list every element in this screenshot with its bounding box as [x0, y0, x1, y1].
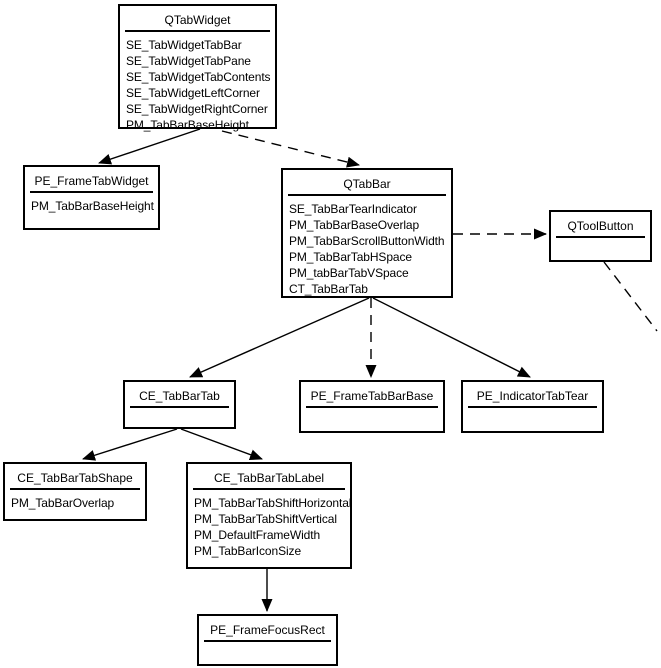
edge-ce-tabbartab-to-ce-tabbartabshape	[82, 428, 178, 461]
node-item: CT_TabBarTab	[289, 282, 368, 296]
edge-qtabwidget-to-pe-frametabwidget	[98, 128, 201, 165]
node-pe-frametabwidget: PE_FrameTabWidget PM_TabBarBaseHeight	[23, 165, 160, 230]
node-item-list: SE_TabWidgetTabBar SE_TabWidgetTabPane S…	[120, 32, 275, 135]
node-item: SE_TabWidgetTabBar	[126, 38, 242, 52]
node-item-list	[301, 408, 443, 415]
node-title: QTabWidget	[164, 13, 231, 27]
node-title-separator	[306, 406, 438, 408]
node-item-list: PM_TabBarBaseHeight	[25, 193, 158, 216]
node-item: PM_TabBarIconSize	[194, 544, 302, 558]
edge-qtabbar-to-pe-indicatortabtear	[372, 297, 531, 378]
node-item-list: SE_TabBarTearIndicator PM_TabBarBaseOver…	[283, 196, 451, 299]
node-item: PM_TabBarBaseHeight	[126, 118, 249, 132]
node-pe-indicatortabtear: PE_IndicatorTabTear	[461, 380, 604, 433]
node-item: PM_TabBarBaseOverlap	[289, 218, 420, 232]
node-item-list	[199, 642, 336, 649]
node-item: SE_TabWidgetRightCorner	[126, 102, 268, 116]
node-title-separator	[468, 406, 597, 408]
node-item: SE_TabBarTearIndicator	[289, 202, 417, 216]
node-title-separator	[130, 406, 229, 408]
node-item: SE_TabWidgetLeftCorner	[126, 86, 260, 100]
node-item: PM_TabBarBaseHeight	[31, 199, 154, 213]
node-title: PE_IndicatorTabTear	[476, 389, 589, 403]
node-title: CE_TabBarTabLabel	[213, 471, 325, 485]
node-item: PM_tabBarTabVSpace	[289, 266, 409, 280]
edge-qtabwidget-to-qtabbar	[221, 130, 360, 168]
node-title: QTabBar	[343, 177, 391, 191]
edge-qtoolbutton-to-offcanvas	[603, 261, 658, 332]
node-title-separator	[193, 488, 345, 490]
node-item-list	[463, 408, 602, 415]
node-title-separator	[10, 488, 140, 490]
node-item: PM_TabBarTabShiftHorizontal	[194, 496, 352, 510]
edge-qtabbar-to-ce-tabbartab	[189, 297, 370, 378]
node-title: QToolButton	[567, 219, 634, 233]
node-qtabwidget: QTabWidget SE_TabWidgetTabBar SE_TabWidg…	[118, 4, 277, 132]
node-item: PM_TabBarScrollButtonWidth	[289, 234, 445, 248]
edge-ce-tabbartab-to-ce-tabbartablabel	[180, 428, 263, 460]
node-title: PE_FrameTabBarBase	[310, 389, 434, 403]
node-ce-tabbartab: CE_TabBarTab	[123, 380, 236, 429]
node-title-separator	[125, 30, 270, 32]
node-item: PM_TabBarTabHSpace	[289, 250, 412, 264]
node-pe-frametabbarbase: PE_FrameTabBarBase	[299, 380, 445, 433]
node-ce-tabbartablabel: CE_TabBarTabLabel PM_TabBarTabShiftHoriz…	[186, 462, 352, 569]
node-item: PM_DefaultFrameWidth	[194, 528, 321, 542]
node-title: CE_TabBarTab	[139, 389, 220, 403]
node-title-separator	[556, 236, 645, 238]
node-item-list: PM_TabBarOverlap	[5, 490, 145, 513]
node-item: PM_TabBarOverlap	[11, 496, 115, 510]
node-item-list: PM_TabBarTabShiftHorizontal PM_TabBarTab…	[188, 490, 352, 561]
node-qtabbar: QTabBar SE_TabBarTearIndicator PM_TabBar…	[281, 168, 453, 298]
node-title-separator	[288, 194, 446, 196]
node-pe-framefocusrect: PE_FrameFocusRect	[197, 614, 338, 666]
node-item: SE_TabWidgetTabContents	[126, 70, 271, 84]
node-ce-tabbartabshape: CE_TabBarTabShape PM_TabBarOverlap	[3, 462, 147, 521]
node-item: PM_TabBarTabShiftVertical	[194, 512, 337, 526]
node-item-list	[125, 408, 234, 415]
node-qtoolbutton: QToolButton	[549, 210, 652, 262]
node-title: PE_FrameTabWidget	[34, 174, 149, 188]
node-title: PE_FrameFocusRect	[210, 623, 325, 637]
node-item-list	[551, 238, 650, 245]
node-title-separator	[30, 191, 153, 193]
node-title-separator	[204, 640, 331, 642]
node-item: SE_TabWidgetTabPane	[126, 54, 251, 68]
node-title: CE_TabBarTabShape	[17, 471, 133, 485]
